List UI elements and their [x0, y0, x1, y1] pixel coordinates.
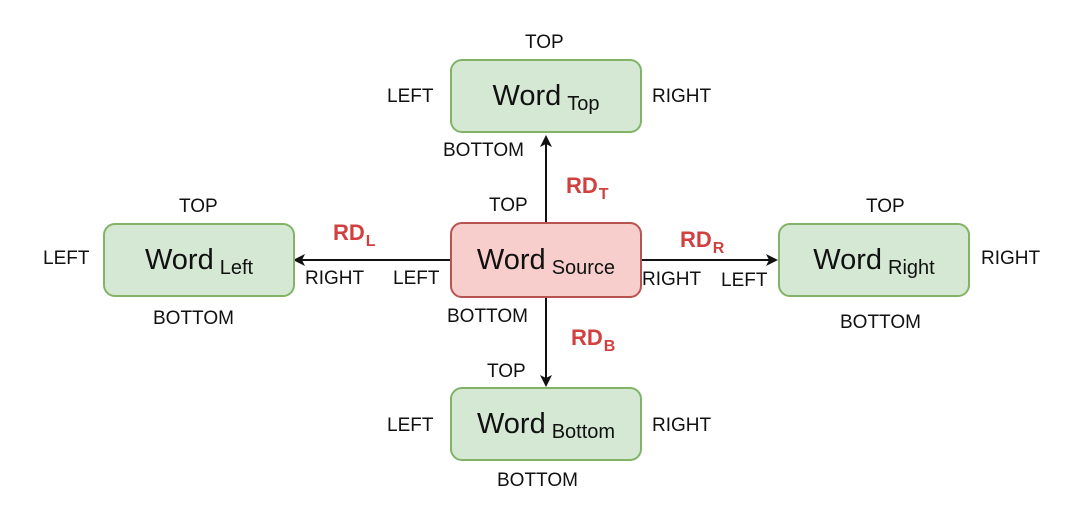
left-box-left-label: LEFT	[43, 248, 90, 269]
word-bottom-subscript: Bottom	[551, 420, 616, 443]
bottom-box-right-label: RIGHT	[652, 415, 712, 436]
right-box-left-label: LEFT	[721, 270, 768, 291]
source-box-top-label: TOP	[489, 195, 528, 216]
word-top-subscript: Top	[567, 92, 600, 115]
relation-label-left: RDL	[333, 220, 376, 250]
bottom-box-top-label: TOP	[487, 361, 526, 382]
relation-label-top-sub: T	[598, 186, 609, 203]
top-box-right-label: RIGHT	[652, 86, 712, 107]
word-right-subscript: Right	[888, 256, 935, 279]
relation-label-right-sub: R	[712, 240, 725, 257]
relation-label-right-main: RD	[680, 227, 712, 252]
right-box-top-label: TOP	[866, 196, 905, 217]
word-source-subscript: Source	[551, 256, 616, 279]
left-box-top-label: TOP	[179, 196, 218, 217]
right-box-right-label: RIGHT	[981, 248, 1041, 269]
word-bottom-label: Word	[476, 407, 546, 440]
relation-label-left-sub: L	[365, 233, 376, 250]
bottom-box-bottom-label: BOTTOM	[497, 470, 578, 491]
bottom-box-left-label: LEFT	[387, 415, 434, 436]
word-left-subscript: Left	[219, 256, 254, 279]
relation-label-right: RDR	[680, 227, 724, 257]
relation-label-left-main: RD	[333, 220, 365, 245]
relation-label-bottom-main: RD	[571, 325, 603, 350]
source-box-right-label: RIGHT	[642, 269, 702, 290]
top-box-top-label: TOP	[525, 32, 564, 53]
word-right-label: Word	[813, 243, 883, 276]
relation-label-top-main: RD	[566, 173, 598, 198]
left-box-right-label: RIGHT	[305, 268, 365, 289]
source-box-bottom-label: BOTTOM	[447, 306, 528, 327]
word-left-label: Word	[144, 243, 214, 276]
relation-label-bottom-sub: B	[603, 338, 616, 355]
right-box-bottom-label: BOTTOM	[840, 312, 921, 333]
source-box-left-label: LEFT	[393, 268, 440, 289]
word-source-label: Word	[476, 243, 546, 276]
relation-label-top: RDT	[566, 173, 609, 203]
top-box-left-label: LEFT	[387, 86, 434, 107]
left-box-bottom-label: BOTTOM	[153, 308, 234, 329]
top-box-bottom-label: BOTTOM	[443, 140, 524, 161]
relation-label-bottom: RDB	[571, 325, 615, 355]
word-top-label: Word	[492, 79, 562, 112]
